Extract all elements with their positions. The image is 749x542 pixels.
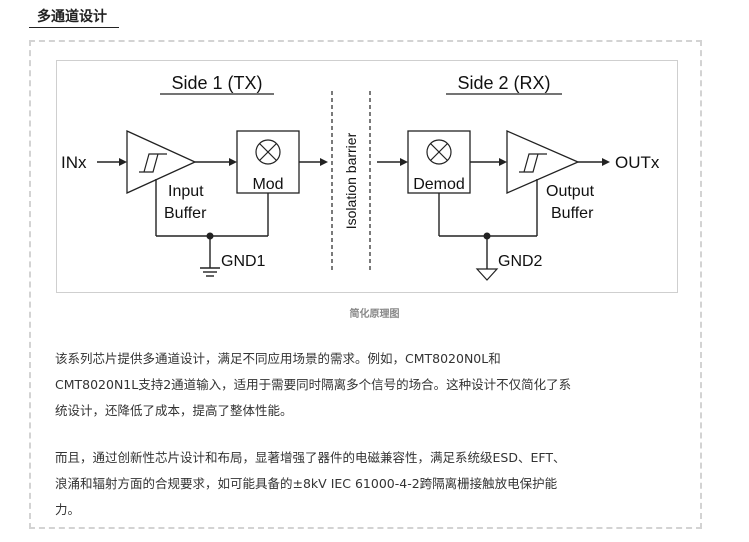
block-diagram: Side 1 (TX) Side 2 (RX) Isolation barrie…	[56, 60, 678, 293]
output-buffer-label-1: Output	[546, 183, 595, 200]
mod-label: Mod	[252, 176, 283, 193]
paragraph-2-line-1: 而且，通过创新性芯片设计和布局，显著增强了器件的电磁兼容性，满足系统级ESD、E…	[55, 450, 566, 465]
side2-title: Side 2 (RX)	[457, 73, 550, 93]
paragraph-2: 而且，通过创新性芯片设计和布局，显著增强了器件的电磁兼容性，满足系统级ESD、E…	[55, 445, 685, 523]
diagram-caption: 简化原理图	[349, 309, 400, 320]
content-card	[29, 40, 702, 529]
input-label: INx	[61, 153, 87, 172]
output-buffer-label-2: Buffer	[551, 205, 594, 222]
section-heading: 多通道设计	[37, 9, 107, 25]
schmitt-icon-2	[519, 153, 547, 173]
output-buffer-triangle	[506, 130, 580, 194]
demod-label: Demod	[413, 176, 465, 193]
gnd2-symbol	[475, 268, 499, 281]
gnd1-label: GND1	[221, 253, 266, 270]
isolation-barrier-label: Isolation barrier	[343, 132, 359, 229]
paragraph-2-line-2: 浪涌和辐射方面的合规要求，如可能具备的±8kV IEC 61000-4-2跨隔离…	[55, 476, 558, 491]
input-buffer-triangle	[126, 129, 197, 195]
schmitt-icon	[139, 153, 167, 173]
paragraph-1-line-3: 统设计，还降低了成本，提高了整体性能。	[55, 403, 293, 418]
side1-title: Side 1 (TX)	[171, 73, 262, 93]
paragraph-1-line-1: 该系列芯片提供多通道设计，满足不同应用场景的需求。例如，CMT8020N0L和	[55, 351, 501, 366]
paragraph-1: 该系列芯片提供多通道设计，满足不同应用场景的需求。例如，CMT8020N0L和 …	[55, 346, 685, 424]
input-buffer-label-1: Input	[168, 183, 204, 200]
paragraph-2-line-3: 力。	[55, 502, 81, 517]
heading-underline	[29, 27, 119, 28]
output-label: OUTx	[615, 153, 660, 172]
paragraph-1-line-2: CMT8020N1L支持2通道输入，适用于需要同时隔离多个信号的场合。这种设计不…	[55, 377, 572, 392]
input-buffer-label-2: Buffer	[164, 205, 207, 222]
gnd2-label: GND2	[498, 253, 543, 270]
demod-multiplier-icon	[426, 139, 452, 165]
mod-multiplier-icon	[255, 139, 281, 165]
